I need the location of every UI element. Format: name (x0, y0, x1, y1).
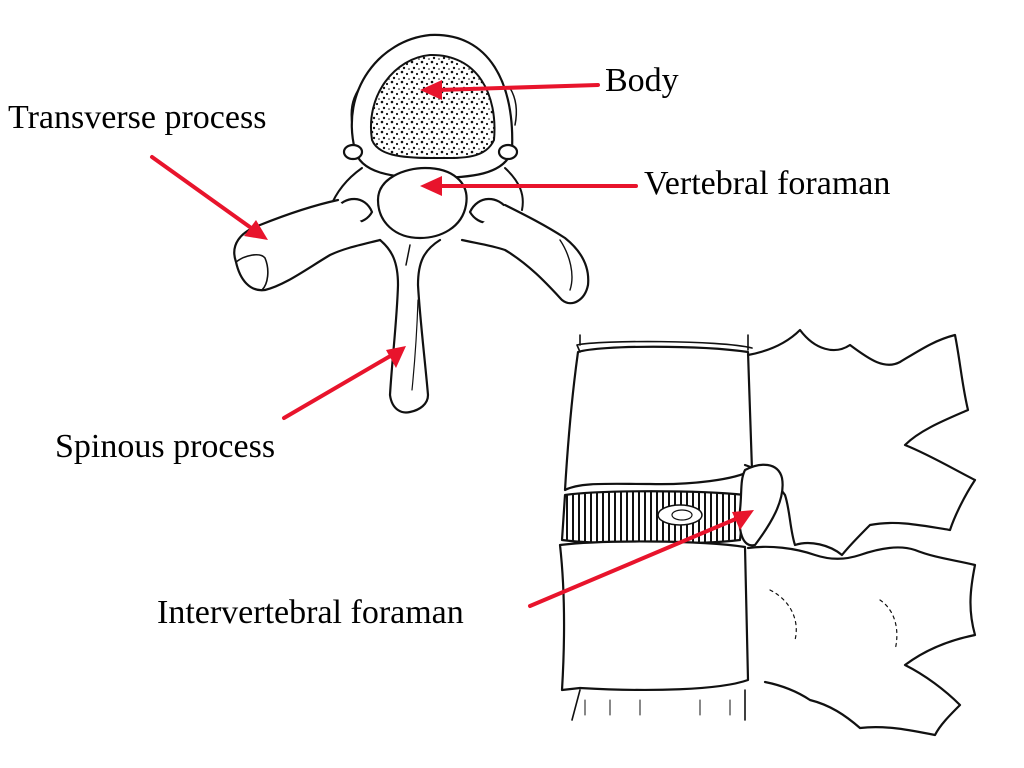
upper-vertebral-body (563, 345, 754, 492)
lower-posterior-elements (746, 545, 977, 737)
transverse-process-right (460, 203, 590, 305)
intervertebral-disc (560, 490, 747, 545)
label-spinous-process: Spinous process (55, 428, 276, 465)
upper-posterior-elements (743, 328, 977, 557)
spine-lateral-view (558, 328, 977, 737)
label-body: Body (605, 62, 679, 99)
vertebra-top-view (233, 33, 590, 414)
arrow-intervertebral-foramen (528, 510, 754, 608)
pointer-arrows (150, 80, 754, 608)
label-vertebral-foramen: Vertebral foraman (644, 165, 891, 202)
arrow-transverse-process (150, 155, 268, 240)
spinous-process-shape (378, 238, 442, 414)
label-intervertebral-foramen: Intervertebral foraman (157, 594, 464, 631)
pedicle-right (504, 167, 524, 211)
intervertebral-foramen-shape (738, 463, 784, 547)
lower-vertebral-body (558, 540, 750, 692)
transverse-process-left (233, 198, 382, 292)
label-transverse-process: Transverse process (8, 99, 267, 136)
vertebral-body-cancellous (370, 53, 496, 160)
arrow-body (420, 80, 600, 100)
vertebral-foramen-shape (376, 166, 468, 240)
arrow-spinous-process (282, 346, 406, 420)
arrow-vertebral-foramen (420, 176, 638, 196)
